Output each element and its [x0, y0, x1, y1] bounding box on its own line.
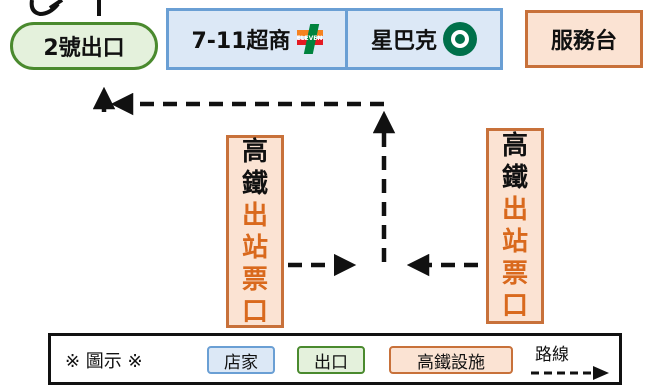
- gate-left-char-4: 站: [241, 232, 268, 263]
- gate-left-char-3: 出: [241, 200, 268, 231]
- store-starbucks[interactable]: 星巴克: [345, 8, 503, 70]
- legend-exit: 出口: [297, 346, 365, 374]
- hsr-exit-gate-right[interactable]: 高 鐵 出 站 票 口: [486, 128, 544, 324]
- gate-left-char-1: 高: [241, 136, 268, 167]
- legend-store: 店家: [207, 346, 275, 374]
- exit-up-arrow-shaft: [97, 0, 101, 16]
- legend-hsr: 高鐵設施: [389, 346, 513, 374]
- exit-2-label: 2號出口: [43, 36, 125, 61]
- gate-left-char-2: 鐵: [241, 168, 268, 199]
- exit-2[interactable]: 2號出口: [10, 22, 158, 70]
- gate-right-char-1: 高: [501, 131, 528, 161]
- 711-logo-icon: ELEVEN: [296, 24, 323, 54]
- store-711-label: 7-11超商: [191, 29, 291, 54]
- pin-icon: [29, 0, 64, 17]
- service-desk-label: 服務台: [550, 29, 617, 54]
- gate-right-char-3: 出: [501, 195, 528, 225]
- service-desk[interactable]: 服務台: [525, 10, 643, 68]
- gate-left-char-5: 票: [241, 264, 268, 295]
- route-map: [92, 86, 478, 277]
- gate-right-char-6: 口: [501, 291, 528, 321]
- legend-route-arrow: [531, 366, 609, 380]
- legend-route-label: 路線: [535, 344, 569, 365]
- hsr-exit-gate-left[interactable]: 高 鐵 出 站 票 口: [226, 135, 284, 328]
- gate-right-char-4: 站: [501, 227, 528, 257]
- gate-right-char-2: 鐵: [501, 163, 528, 193]
- starbucks-logo-icon: [443, 22, 477, 56]
- gate-left-char-6: 口: [241, 296, 268, 327]
- legend-title: ※ 圖示 ※: [65, 351, 143, 372]
- gate-right-char-5: 票: [501, 259, 528, 289]
- store-starbucks-label: 星巴克: [370, 29, 437, 54]
- legend: ※ 圖示 ※ 店家 出口 高鐵設施 路線: [48, 333, 622, 385]
